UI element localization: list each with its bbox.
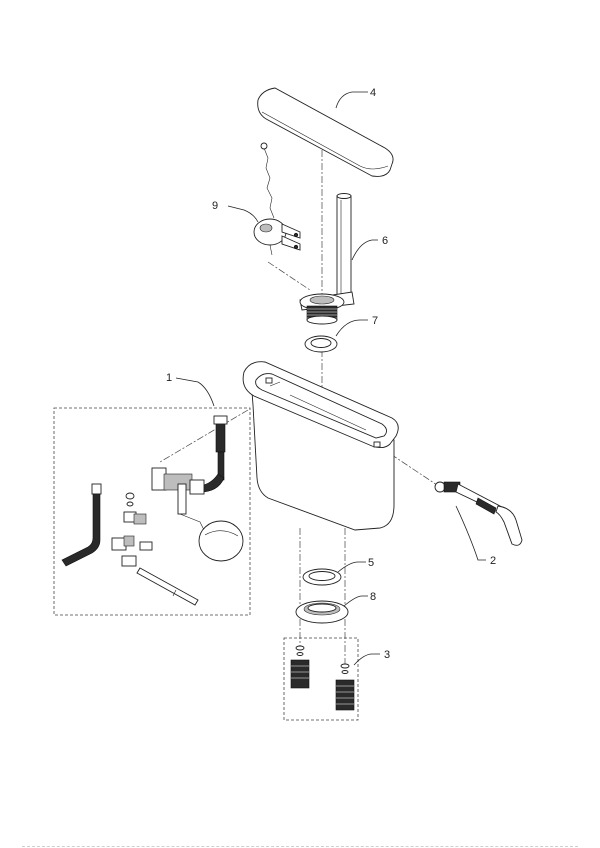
callout-9: 9 xyxy=(212,200,218,212)
seal-part-5 xyxy=(302,568,342,586)
stopper-part-9 xyxy=(253,142,301,256)
callout-labels: 4 9 6 7 1 2 5 8 3 xyxy=(166,87,496,661)
callout-5: 5 xyxy=(368,557,374,569)
flange-part-8 xyxy=(295,600,349,624)
fixing-set-box-part-3 xyxy=(283,637,359,721)
washer-part-7 xyxy=(304,335,338,353)
callout-1: 1 xyxy=(166,372,172,384)
callout-6: 6 xyxy=(382,235,388,247)
flush-valve-part-6 xyxy=(299,193,355,325)
callout-7: 7 xyxy=(372,315,378,327)
callout-2: 2 xyxy=(490,555,496,567)
fill-valve-kit xyxy=(61,415,244,606)
lid-part-4 xyxy=(257,87,394,177)
callout-3: 3 xyxy=(384,649,390,661)
flush-lever-part-2 xyxy=(434,481,523,546)
kit-box-part-1 xyxy=(53,407,251,616)
leader-lines xyxy=(175,91,486,666)
fixing-set-part-3 xyxy=(290,645,355,711)
cistern-tank xyxy=(242,361,399,531)
footer-divider xyxy=(22,846,578,847)
assembly-axes xyxy=(159,150,441,665)
callout-8: 8 xyxy=(370,591,376,603)
callout-4: 4 xyxy=(370,87,376,99)
